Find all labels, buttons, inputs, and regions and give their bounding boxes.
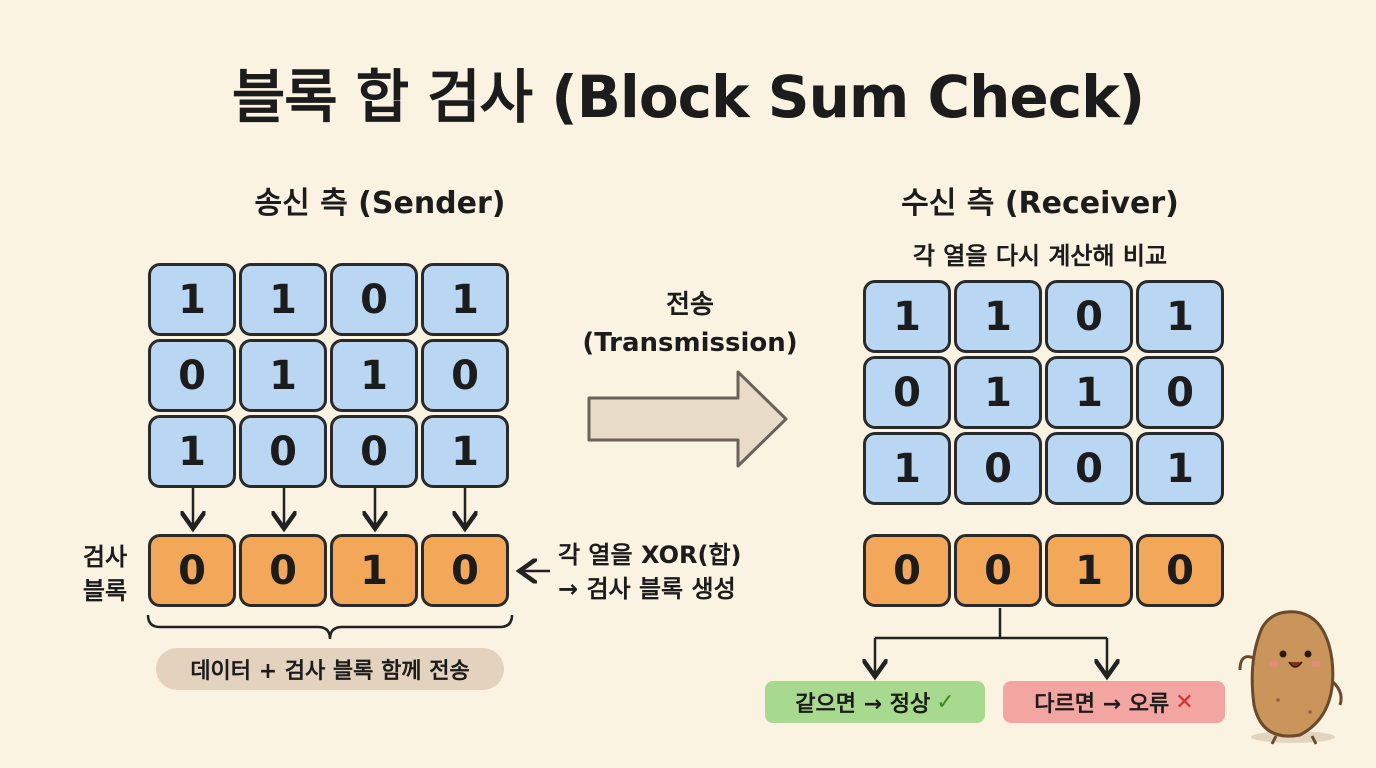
sender-data-cell: 1 bbox=[421, 415, 509, 488]
receiver-data-cell: 1 bbox=[1136, 280, 1224, 353]
receiver-data-cell: 1 bbox=[1045, 356, 1133, 429]
check-mark-icon: ✓ bbox=[936, 689, 955, 715]
grouping-brace bbox=[146, 614, 514, 640]
receiver-data-cell: 0 bbox=[954, 432, 1042, 505]
error-result-badge: 다르면 → 오류 ✕ bbox=[1003, 681, 1225, 723]
xor-note-line1: 각 열을 XOR(합) bbox=[558, 541, 742, 569]
sender-data-cell: 1 bbox=[330, 339, 418, 412]
receiver-data-cell: 1 bbox=[1136, 432, 1224, 505]
receiver-title: 수신 측 (Receiver) bbox=[901, 186, 1179, 221]
receiver-data-cell: 1 bbox=[954, 356, 1042, 429]
sender-checksum-cell: 0 bbox=[239, 534, 327, 607]
checksum-label: 검사 블록 bbox=[70, 540, 140, 608]
transmission-arrow-icon bbox=[587, 370, 788, 468]
receiver-data-cell: 1 bbox=[863, 432, 951, 505]
transmission-label-ko: 전송 bbox=[666, 290, 714, 320]
receiver-checksum-cell: 0 bbox=[1136, 534, 1224, 607]
sender-data-cell: 1 bbox=[239, 263, 327, 336]
sender-data-cell: 0 bbox=[421, 339, 509, 412]
sender-data-cell: 1 bbox=[421, 263, 509, 336]
sender-data-cell: 1 bbox=[239, 339, 327, 412]
transmission-label: 전송 (Transmission) bbox=[560, 286, 820, 362]
receiver-checksum-cell: 1 bbox=[1045, 534, 1133, 607]
receiver-data-cell: 0 bbox=[1045, 432, 1133, 505]
cross-mark-icon: ✕ bbox=[1175, 689, 1194, 715]
sender-title: 송신 측 (Sender) bbox=[254, 186, 506, 221]
receiver-checksum-cell: 0 bbox=[863, 534, 951, 607]
receiver-subtitle: 각 열을 다시 계산해 비교 bbox=[912, 242, 1168, 270]
sender-checksum-cell: 1 bbox=[330, 534, 418, 607]
send-note-pill: 데이터 + 검사 블록 함께 전송 bbox=[156, 648, 504, 690]
transmission-label-en: (Transmission) bbox=[582, 328, 798, 358]
sender-data-cell: 0 bbox=[148, 339, 236, 412]
receiver-data-cell: 0 bbox=[1045, 280, 1133, 353]
sender-data-cell: 1 bbox=[148, 415, 236, 488]
xor-note: 각 열을 XOR(합) → 검사 블록 생성 bbox=[558, 538, 742, 606]
receiver-data-cell: 0 bbox=[863, 356, 951, 429]
potato-mascot-icon bbox=[1238, 610, 1343, 745]
sender-data-cell: 1 bbox=[148, 263, 236, 336]
ok-result-text: 같으면 → 정상 bbox=[795, 692, 931, 717]
xor-note-line2: → 검사 블록 생성 bbox=[558, 575, 736, 603]
receiver-data-cell: 1 bbox=[863, 280, 951, 353]
result-branch-connector bbox=[875, 608, 1107, 674]
checksum-label-line1: 검사 bbox=[82, 543, 128, 571]
error-result-text: 다르면 → 오류 bbox=[1034, 692, 1170, 717]
ok-result-badge: 같으면 → 정상 ✓ bbox=[765, 681, 985, 723]
sender-checksum-cell: 0 bbox=[421, 534, 509, 607]
receiver-checksum-cell: 0 bbox=[954, 534, 1042, 607]
receiver-data-cell: 0 bbox=[1136, 356, 1224, 429]
sender-data-cell: 0 bbox=[239, 415, 327, 488]
receiver-data-cell: 1 bbox=[954, 280, 1042, 353]
checksum-label-line2: 블록 bbox=[82, 577, 128, 605]
page-title: 블록 합 검사 (Block Sum Check) bbox=[231, 63, 1145, 131]
sender-data-cell: 0 bbox=[330, 263, 418, 336]
sender-checksum-cell: 0 bbox=[148, 534, 236, 607]
sender-data-cell: 0 bbox=[330, 415, 418, 488]
